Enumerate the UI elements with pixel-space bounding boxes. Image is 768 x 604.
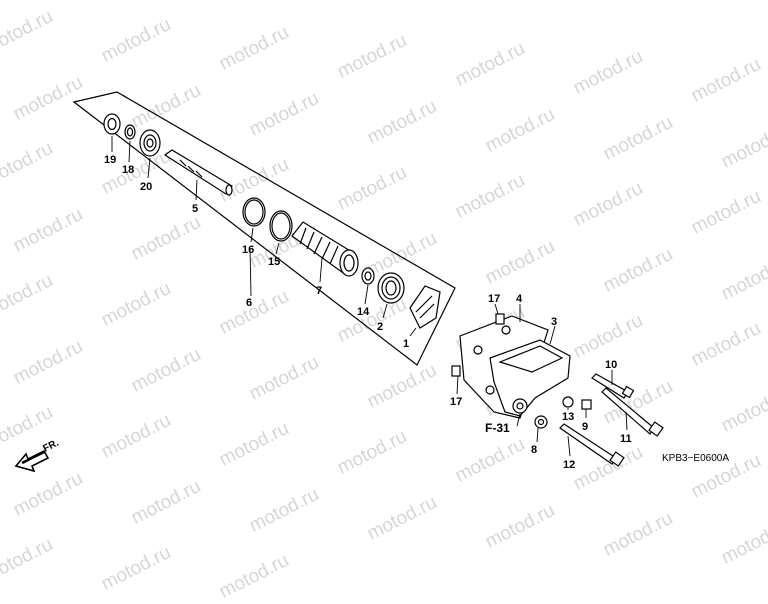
reference-label: F-31 bbox=[485, 421, 510, 435]
part-label-17-top: 17 bbox=[488, 293, 500, 305]
part-label-8: 8 bbox=[531, 444, 537, 456]
part-label-12: 12 bbox=[563, 459, 575, 471]
part-label-5: 5 bbox=[192, 203, 198, 215]
ring-18 bbox=[124, 124, 136, 140]
bleeder-9 bbox=[581, 399, 592, 410]
part-label-1: 1 bbox=[403, 338, 409, 350]
part-label-16: 16 bbox=[242, 244, 254, 256]
part-label-4: 4 bbox=[516, 293, 523, 305]
o-ring-15 bbox=[269, 210, 293, 242]
part-label-9: 9 bbox=[582, 421, 588, 433]
piston-2 bbox=[377, 272, 405, 304]
part-label-15: 15 bbox=[268, 256, 280, 268]
diagram-code: KPB3−E0600A bbox=[662, 453, 729, 464]
caliper-body-3 bbox=[489, 339, 571, 417]
part-label-20: 20 bbox=[140, 181, 152, 193]
bolt-11 bbox=[601, 387, 664, 437]
washer-14 bbox=[361, 267, 375, 285]
part-label-13: 13 bbox=[562, 411, 574, 423]
assembly-box bbox=[72, 91, 456, 366]
pin-17-top bbox=[495, 313, 505, 325]
boot-7 bbox=[291, 221, 359, 277]
direction-label: FR. bbox=[41, 437, 61, 454]
part-label-3: 3 bbox=[551, 316, 557, 328]
bolt-12 bbox=[559, 423, 625, 467]
o-ring-16 bbox=[242, 197, 266, 227]
part-label-19: 19 bbox=[104, 154, 116, 166]
part-label-14: 14 bbox=[357, 306, 370, 318]
part-label-2: 2 bbox=[377, 321, 383, 333]
pad-1 bbox=[409, 285, 441, 329]
part-label-11: 11 bbox=[620, 433, 632, 445]
part-label-7: 7 bbox=[316, 285, 322, 297]
bolt-10 bbox=[591, 373, 635, 399]
washer-8 bbox=[534, 415, 548, 429]
cap-13 bbox=[562, 396, 574, 408]
shaft-5 bbox=[163, 149, 233, 196]
seal-19 bbox=[103, 113, 121, 135]
leader-lines bbox=[111, 136, 628, 457]
part-label-18: 18 bbox=[122, 164, 134, 176]
part-label-17-bottom: 17 bbox=[450, 396, 462, 408]
bearing-20 bbox=[139, 129, 161, 157]
exploded-view: 19 18 20 5 16 15 6 7 14 2 1 17 4 3 10 17… bbox=[14, 91, 729, 473]
front-direction-arrow bbox=[14, 449, 50, 473]
part-label-6: 6 bbox=[246, 297, 252, 309]
part-label-10: 10 bbox=[605, 359, 617, 371]
pin-17-bottom bbox=[451, 365, 461, 377]
